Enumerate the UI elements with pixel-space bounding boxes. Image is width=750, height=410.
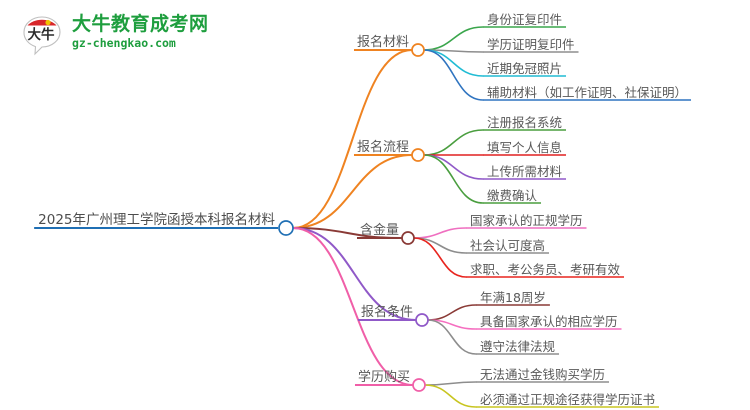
mindmap-leaf-label-4-1: 必须通过正规途径获得学历证书 (480, 392, 656, 407)
mindmap-leaf-label-4-0: 无法通过金钱购买学历 (480, 367, 606, 382)
mindmap-leaf-label-1-2: 上传所需材料 (487, 164, 563, 179)
mindmap-branch-label-2: 含金量 (359, 223, 399, 238)
mindmap-branch-node-0[interactable] (411, 43, 425, 57)
mindmap-root-node[interactable] (278, 220, 294, 236)
mindmap-leaf-label-2-1: 社会认可度高 (470, 238, 546, 253)
logo-title: 大牛教育成考网 (72, 13, 209, 35)
logo-domain: gz-chengkao.com (72, 36, 176, 50)
underline-layer (34, 26, 692, 408)
node-layer (278, 43, 429, 392)
mindmap-leaf-label-3-1: 具备国家承认的相应学历 (480, 314, 618, 329)
mindmap-leaf-label-0-0: 身份证复印件 (487, 12, 563, 27)
svg-text:大牛: 大牛 (28, 26, 55, 43)
mindmap-leaf-label-1-3: 缴费确认 (487, 188, 538, 203)
mindmap-leaf-label-0-2: 近期免冠照片 (487, 61, 563, 76)
mindmap-leaf-label-2-0: 国家承认的正规学历 (470, 213, 583, 228)
connector-layer (292, 26, 484, 408)
mindmap-branch-label-4: 学历购买 (357, 370, 410, 385)
mindmap-branch-label-1: 报名流程 (356, 140, 409, 155)
mindmap-branch-node-2[interactable] (401, 231, 415, 245)
mindmap-leaf-label-0-1: 学历证明复印件 (487, 37, 575, 52)
mindmap-leaf-label-3-2: 遵守法律法规 (480, 339, 556, 354)
mindmap-leaf-label-3-0: 年满18周岁 (480, 290, 546, 305)
mindmap-leaf-label-0-3: 辅助材料（如工作证明、社保证明） (487, 85, 688, 100)
mindmap-branch-node-1[interactable] (411, 148, 425, 162)
mindmap-leaf-label-1-0: 注册报名系统 (487, 115, 563, 130)
site-logo: 大牛 大牛教育成考网 gz-chengkao.com (18, 8, 218, 64)
mindmap-root-label: 2025年广州理工学院函授本科报名材料 (38, 212, 275, 228)
mindmap-leaf-label-2-2: 求职、考公务员、考研有效 (470, 262, 621, 277)
daniu-logo-icon: 大牛 (23, 16, 61, 56)
mindmap-leaf-label-1-1: 填写个人信息 (487, 140, 563, 155)
mindmap-branch-node-4[interactable] (412, 378, 426, 392)
mindmap-branch-label-3: 报名条件 (360, 305, 413, 320)
mindmap-branch-label-0: 报名材料 (356, 35, 409, 50)
mindmap-branch-node-3[interactable] (415, 313, 429, 327)
